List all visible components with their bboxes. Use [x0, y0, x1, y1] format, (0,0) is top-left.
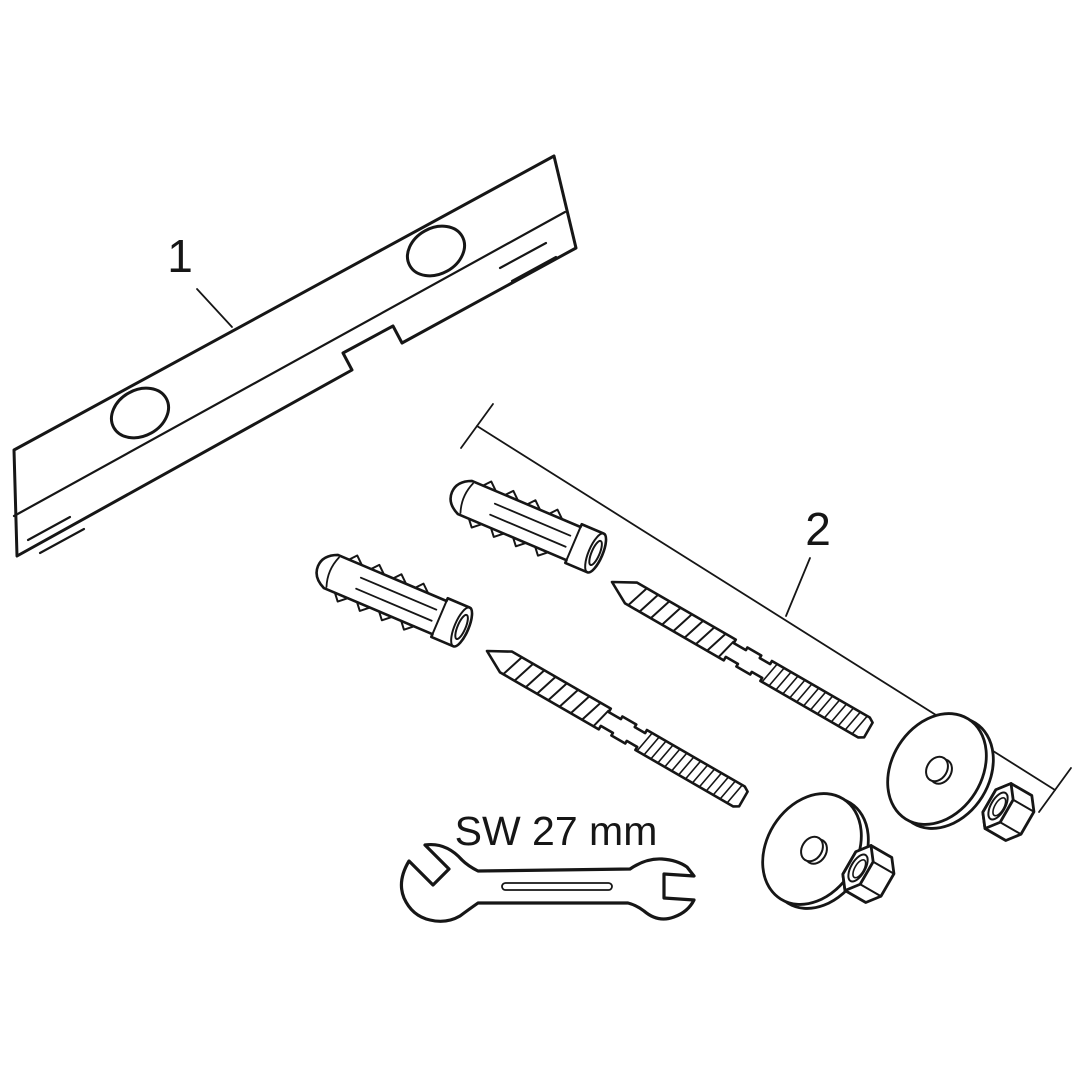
wrench-shaft-slot [501, 882, 613, 891]
callout-2-tick-end [1038, 767, 1072, 813]
plate-corner-marks-left [26, 515, 86, 555]
wall-plug-1 [440, 467, 614, 581]
wall-plug-2 [306, 541, 480, 655]
callout-2: 2 [460, 403, 1072, 813]
wrench-icon [399, 842, 696, 923]
plate-corner-marks-right [498, 241, 558, 283]
hanger-bolt-1 [604, 570, 876, 742]
callout-2-label: 2 [805, 503, 831, 555]
callout-1-label: 1 [167, 230, 193, 282]
plate-bend-line [12, 210, 567, 518]
wrench-size-label: SW 27 mm [455, 808, 658, 854]
callout-2-tick-start [460, 403, 494, 449]
plate-outline [12, 154, 578, 558]
hanger-bolt-2 [479, 639, 751, 811]
plate-hole-right [405, 224, 467, 278]
callout-2-leader [785, 557, 811, 617]
wrench-group: SW 27 mm [399, 808, 696, 923]
plate-hole-left [109, 386, 171, 440]
callout-1: 1 [167, 230, 233, 328]
mounting-plate-drawing [12, 154, 578, 558]
callout-1-leader [196, 288, 233, 328]
